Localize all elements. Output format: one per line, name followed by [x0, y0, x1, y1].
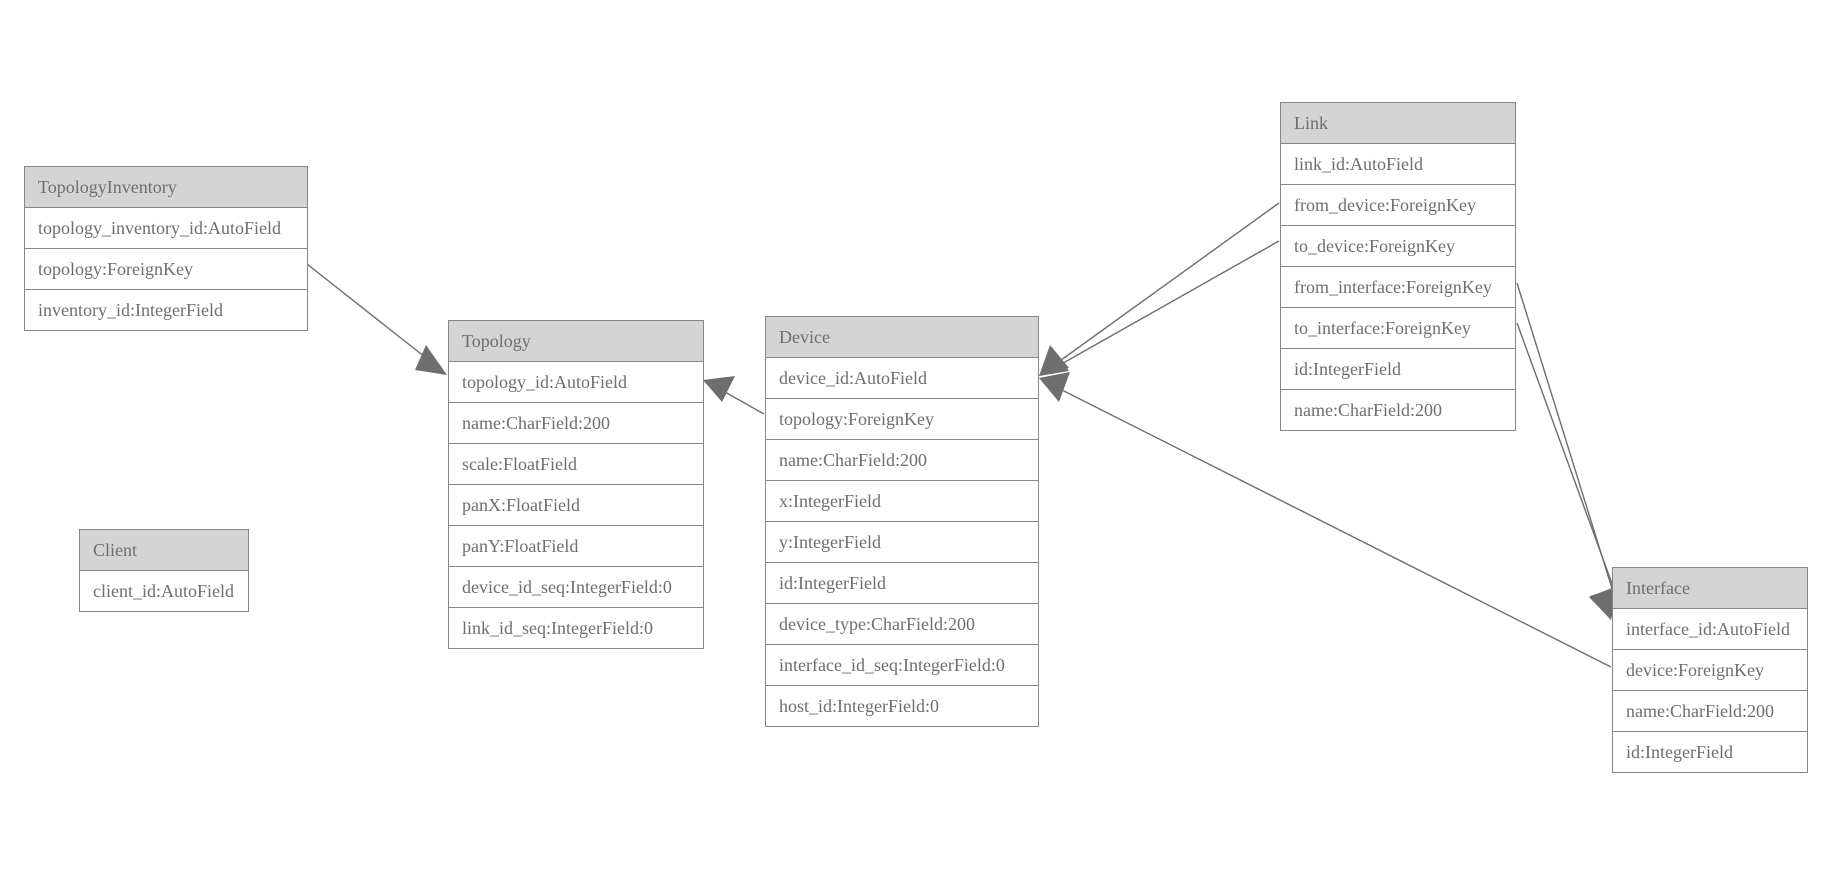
entity-field: interface_id_seq:IntegerField:0	[766, 645, 1038, 686]
entity-field: device_id_seq:IntegerField:0	[449, 567, 703, 608]
entity-field: topology:ForeignKey	[766, 399, 1038, 440]
entity-title: Device	[766, 317, 1038, 358]
entity-field: name:CharField:200	[449, 403, 703, 444]
entity-field: to_device:ForeignKey	[1281, 226, 1515, 267]
entity-client[interactable]: Client client_id:AutoField	[79, 529, 249, 612]
edge-device-topology	[703, 376, 765, 415]
entity-interface[interactable]: Interface interface_id:AutoField device:…	[1612, 567, 1808, 773]
entity-topology[interactable]: Topology topology_id:AutoField name:Char…	[448, 320, 704, 649]
entity-field: x:IntegerField	[766, 481, 1038, 522]
entity-field: to_interface:ForeignKey	[1281, 308, 1515, 349]
entity-field: link_id:AutoField	[1281, 144, 1515, 185]
entity-title: Topology	[449, 321, 703, 362]
entity-device[interactable]: Device device_id:AutoField topology:Fore…	[765, 316, 1039, 727]
entity-field: scale:FloatField	[449, 444, 703, 485]
edge-link-frominterface-interface	[1516, 282, 1617, 620]
entity-field: name:CharField:200	[766, 440, 1038, 481]
edge-topologyinventory-topology	[306, 263, 447, 375]
entity-field: topology_id:AutoField	[449, 362, 703, 403]
entity-field: client_id:AutoField	[80, 571, 248, 611]
entity-field: id:IntegerField	[766, 563, 1038, 604]
entity-field: id:IntegerField	[1281, 349, 1515, 390]
entity-field: host_id:IntegerField:0	[766, 686, 1038, 726]
entity-field: y:IntegerField	[766, 522, 1038, 563]
entity-field: name:CharField:200	[1281, 390, 1515, 430]
entity-field: id:IntegerField	[1613, 732, 1807, 772]
entity-field: panX:FloatField	[449, 485, 703, 526]
entity-field: interface_id:AutoField	[1613, 609, 1807, 650]
entity-field: topology:ForeignKey	[25, 249, 307, 290]
edge-link-todevice-device	[1039, 240, 1280, 376]
entity-field: device_type:CharField:200	[766, 604, 1038, 645]
entity-field: name:CharField:200	[1613, 691, 1807, 732]
entity-title: Interface	[1613, 568, 1807, 609]
entity-field: from_interface:ForeignKey	[1281, 267, 1515, 308]
edge-link-fromdevice-device	[1039, 202, 1280, 376]
entity-field: device_id:AutoField	[766, 358, 1038, 399]
entity-field: device:ForeignKey	[1613, 650, 1807, 691]
entity-link[interactable]: Link link_id:AutoField from_device:Forei…	[1280, 102, 1516, 431]
entity-title: Client	[80, 530, 248, 571]
entity-topology-inventory[interactable]: TopologyInventory topology_inventory_id:…	[24, 166, 308, 331]
entity-field: panY:FloatField	[449, 526, 703, 567]
entity-field: topology_inventory_id:AutoField	[25, 208, 307, 249]
entity-field: from_device:ForeignKey	[1281, 185, 1515, 226]
edge-link-tointerface-interface	[1516, 322, 1619, 620]
entity-title: Link	[1281, 103, 1515, 144]
entity-field: link_id_seq:IntegerField:0	[449, 608, 703, 648]
entity-field: inventory_id:IntegerField	[25, 290, 307, 330]
entity-title: TopologyInventory	[25, 167, 307, 208]
